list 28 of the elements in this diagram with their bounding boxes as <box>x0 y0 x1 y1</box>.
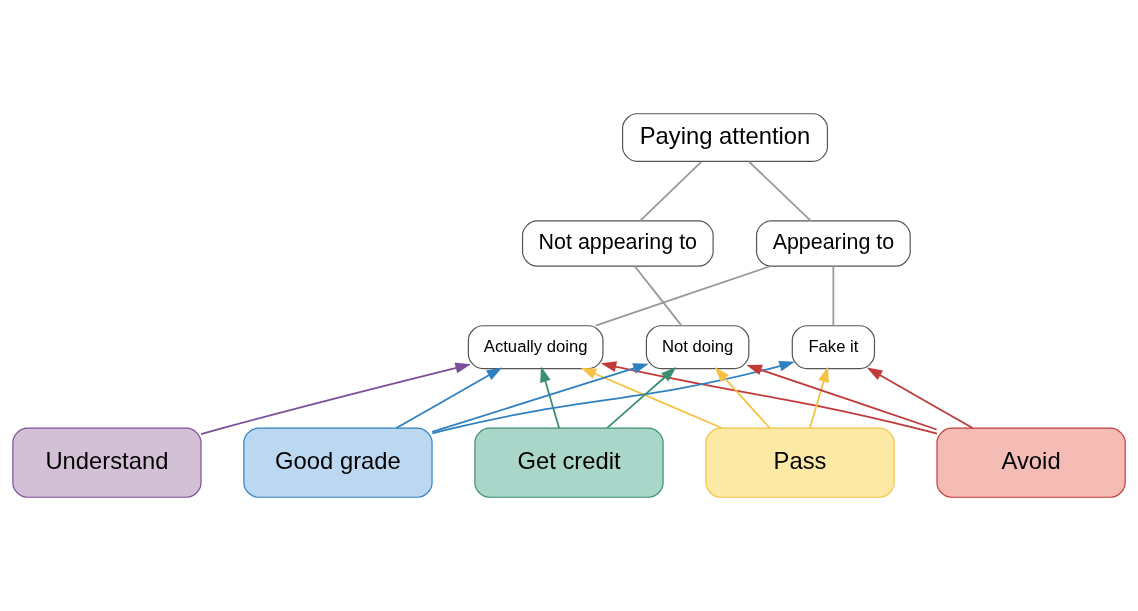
arrow <box>606 367 677 429</box>
arrow <box>866 367 974 429</box>
node-box: Not doing <box>645 325 750 370</box>
connector <box>633 265 683 327</box>
node-box: Actually doing <box>467 325 604 370</box>
arrow <box>200 362 471 435</box>
connector <box>748 160 812 222</box>
arrow <box>600 361 938 435</box>
arrow <box>809 366 829 429</box>
arrow <box>540 366 561 429</box>
arrow <box>746 364 938 431</box>
node-box: Not appearing to <box>521 220 714 267</box>
node-box: Paying attention <box>622 113 829 162</box>
connector <box>639 160 703 222</box>
node-box: Understand <box>12 427 202 498</box>
arrow <box>580 367 723 429</box>
arrow <box>395 367 503 429</box>
node-box: Fake it <box>791 325 876 370</box>
arrow <box>431 363 649 433</box>
connector <box>832 265 835 327</box>
node-box: Good grade <box>243 427 433 498</box>
node-box: Pass <box>705 427 895 498</box>
arrow <box>431 360 795 435</box>
arrow <box>714 367 771 429</box>
node-box: Avoid <box>936 427 1126 498</box>
node-box: Get credit <box>474 427 664 498</box>
node-box: Appearing to <box>755 220 911 267</box>
connector <box>594 265 772 327</box>
